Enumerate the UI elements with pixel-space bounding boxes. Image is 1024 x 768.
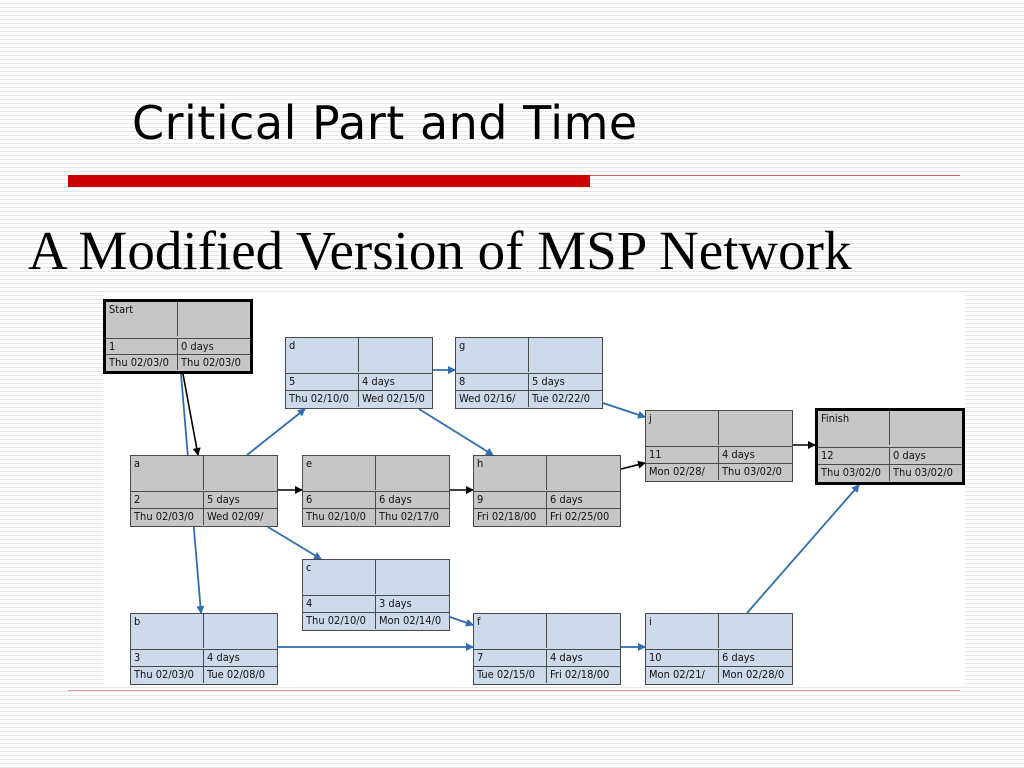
task-name: e <box>303 456 376 490</box>
task-resource-cell <box>719 411 792 446</box>
edge-i-to-finish <box>746 484 860 614</box>
task-duration: 6 days <box>550 493 583 506</box>
task-finish-date: Tue 02/22/0 <box>532 392 591 405</box>
edge-a-to-d <box>246 408 306 456</box>
task-name: a <box>131 456 204 490</box>
task-start-date: Thu 02/03/0 <box>131 667 204 683</box>
task-resource-cell <box>204 456 277 491</box>
task-finish-date: Fri 02/25/00 <box>550 510 610 523</box>
task-resource-cell <box>359 338 432 373</box>
task-start-date: Thu 02/10/0 <box>286 391 359 407</box>
task-start-date: Mon 02/28/ <box>646 464 719 480</box>
task-resource-cell <box>178 302 250 338</box>
task-duration: 3 days <box>379 597 412 610</box>
edge-start-to-a <box>182 373 201 456</box>
task-start-date: Mon 02/21/ <box>646 667 719 683</box>
task-resource-cell <box>719 614 792 649</box>
task-id: 6 <box>303 492 376 508</box>
slide-title: Critical Part and Time <box>132 96 638 150</box>
task-finish-date: Fri 02/18/00 <box>550 668 610 681</box>
task-id: 8 <box>456 374 529 390</box>
task-duration: 5 days <box>532 375 565 388</box>
task-name: Start <box>106 302 178 336</box>
task-resource-cell <box>204 614 277 649</box>
task-finish-date: Mon 02/28/0 <box>722 668 785 681</box>
task-duration: 4 days <box>362 375 395 388</box>
task-name: Finish <box>818 411 890 445</box>
task-finish-date: Thu 02/03/0 <box>181 356 241 369</box>
task-id: 9 <box>474 492 547 508</box>
task-start-date: Thu 03/02/0 <box>818 465 890 481</box>
task-duration: 4 days <box>550 651 583 664</box>
task-start-date: Fri 02/18/00 <box>474 509 547 525</box>
edge-d-to-h <box>418 408 494 456</box>
task-name: i <box>646 614 719 648</box>
task-start-date: Thu 02/10/0 <box>303 509 376 525</box>
task-name: h <box>474 456 547 490</box>
task-finish-date: Thu 02/17/0 <box>379 510 439 523</box>
edge-g-to-j <box>602 402 646 419</box>
task-name: f <box>474 614 547 648</box>
task-duration: 4 days <box>722 448 755 461</box>
footer-divider-line <box>68 690 960 691</box>
task-duration: 6 days <box>379 493 412 506</box>
edge-a-to-c <box>267 526 322 560</box>
task-resource-cell <box>376 456 449 491</box>
task-name: b <box>131 614 204 648</box>
task-finish-date: Tue 02/08/0 <box>207 668 266 681</box>
task-duration: 0 days <box>181 340 214 353</box>
task-id: 2 <box>131 492 204 508</box>
slide-subtitle: A Modified Version of MSP Network <box>28 220 852 281</box>
task-finish-date: Wed 02/15/0 <box>362 392 425 405</box>
task-duration: 6 days <box>722 651 755 664</box>
task-start-date: Thu 02/10/0 <box>303 613 376 629</box>
task-finish-date: Thu 03/02/0 <box>722 465 782 478</box>
task-id: 12 <box>818 448 890 464</box>
edge-c-to-f <box>449 616 474 627</box>
edge-h-to-j <box>620 460 646 470</box>
task-start-date: Tue 02/15/0 <box>474 667 547 683</box>
title-accent-bar <box>68 175 590 187</box>
task-id: 5 <box>286 374 359 390</box>
task-finish-date: Thu 03/02/0 <box>893 466 953 479</box>
task-duration: 5 days <box>207 493 240 506</box>
task-id: 7 <box>474 650 547 666</box>
task-id: 1 <box>106 339 178 354</box>
task-duration: 4 days <box>207 651 240 664</box>
task-resource-cell <box>376 560 449 595</box>
task-start-date: Wed 02/16/ <box>456 391 529 407</box>
task-finish-date: Mon 02/14/0 <box>379 614 442 627</box>
task-finish-date: Wed 02/09/ <box>207 510 264 523</box>
task-resource-cell <box>547 614 620 649</box>
task-start-date: Thu 02/03/0 <box>131 509 204 525</box>
task-name: g <box>456 338 529 372</box>
task-id: 11 <box>646 447 719 463</box>
task-name: c <box>303 560 376 594</box>
task-resource-cell <box>547 456 620 491</box>
task-resource-cell <box>890 411 962 447</box>
task-id: 10 <box>646 650 719 666</box>
task-id: 3 <box>131 650 204 666</box>
task-name: j <box>646 411 719 445</box>
task-duration: 0 days <box>893 449 926 462</box>
task-id: 4 <box>303 596 376 612</box>
task-resource-cell <box>529 338 602 373</box>
network-edges <box>180 366 860 651</box>
task-start-date: Thu 02/03/0 <box>106 355 178 370</box>
task-name: d <box>286 338 359 372</box>
